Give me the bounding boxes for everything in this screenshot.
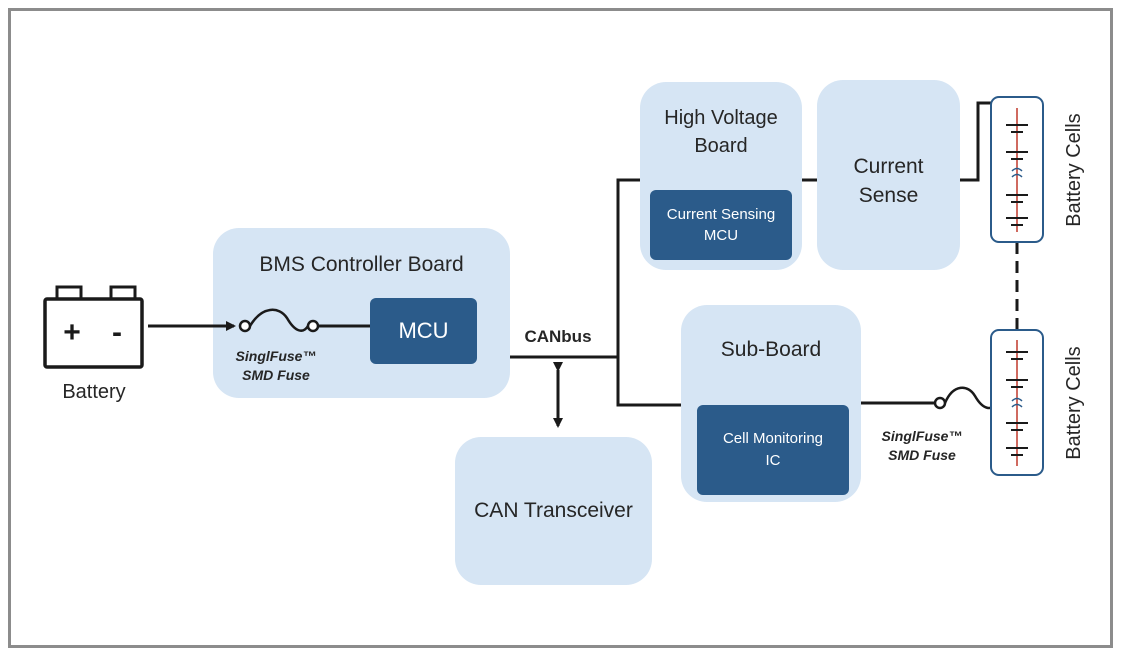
hv-board-title: High Voltage Board <box>664 107 778 157</box>
fuse-right-line2: SMD Fuse <box>888 447 956 463</box>
battery-cells-bottom-icon <box>990 329 1044 476</box>
fuse-left-label: SinglFuse™ SMD Fuse <box>216 347 336 385</box>
high-voltage-board: High Voltage Board Current Sensing MCU <box>640 82 802 270</box>
fuse-right-label: SinglFuse™ SMD Fuse <box>862 427 982 465</box>
diagram-wiring: + - <box>43 96 1085 476</box>
can-transceiver-box: CAN Transceiver <box>455 437 652 585</box>
canbus-label: CANbus <box>524 327 592 346</box>
cell-monitoring-ic-block: Cell Monitoring IC <box>697 405 849 495</box>
current-sense-box: Current Sense <box>817 80 960 270</box>
bms-board-title: BMS Controller Board <box>259 253 464 276</box>
fuse-left-line2: SMD Fuse <box>242 367 310 383</box>
battery-cells-bottom-label: Battery Cells <box>1063 346 1085 459</box>
mcu-block: MCU <box>370 298 477 364</box>
fuse-left-line1: SinglFuse™ <box>235 348 317 364</box>
battery-cells-top-label: Battery Cells <box>1063 113 1085 226</box>
battery-plus: + <box>63 316 81 349</box>
current-sensing-mcu-block: Current Sensing MCU <box>650 190 792 260</box>
fuse-right-line1: SinglFuse™ <box>881 428 963 444</box>
battery-minus: - <box>112 316 122 349</box>
battery-cells-top-icon <box>990 96 1044 243</box>
battery-label: Battery <box>62 381 126 403</box>
fuse-left-icon <box>238 308 320 333</box>
sub-board: Sub-Board Cell Monitoring IC <box>681 305 861 502</box>
current-sense-title: Current Sense <box>853 155 924 207</box>
fuse-right-icon <box>933 386 998 410</box>
sub-board-title: Sub-Board <box>720 338 822 361</box>
canbus-branch-line <box>616 178 681 407</box>
battery-icon: + - <box>43 285 144 369</box>
can-transceiver-title: CAN Transceiver <box>474 499 633 522</box>
